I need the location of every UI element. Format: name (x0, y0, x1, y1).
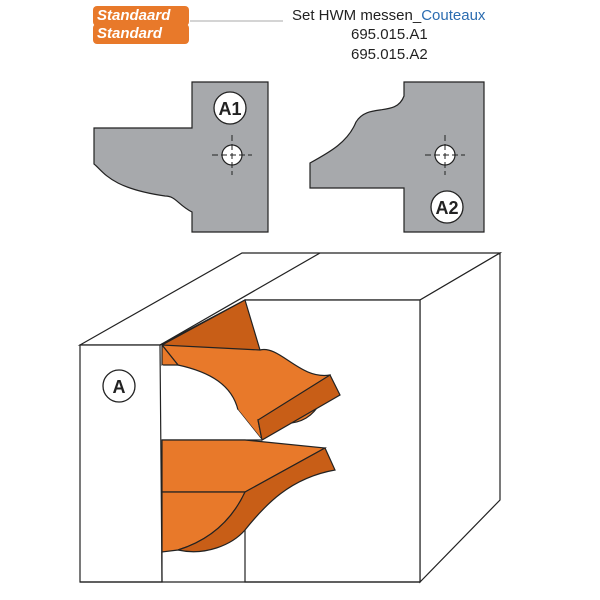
label-circle-profile (102, 369, 136, 403)
product-title: Set HWM messen_Couteaux (292, 6, 485, 26)
knife-label-a2: A2 (435, 198, 458, 218)
label-circle-a1 (213, 91, 247, 125)
knife-label-a1: A1 (218, 99, 241, 119)
label-circle-a2 (430, 190, 464, 224)
lower-groove-edge (175, 447, 336, 553)
product-code-a2: 695.015.A2 (351, 46, 428, 63)
brand-badge-standaard: Standaard (93, 6, 189, 26)
profile-label-a: A (113, 377, 126, 397)
workpiece-block (77, 251, 503, 584)
block-back-wall (244, 299, 421, 583)
product-title-nl: Set HWM messen_ (292, 7, 422, 24)
block-right-face (419, 251, 501, 584)
knife-a1: A1 (93, 81, 269, 233)
product-title-fr: Couteaux (421, 7, 486, 24)
product-code-a1: 695.015.A1 (351, 26, 428, 43)
knife-a2: A2 (309, 81, 485, 233)
upper-groove-edge (257, 374, 341, 441)
brand-badge-standard: Standard (93, 24, 189, 44)
